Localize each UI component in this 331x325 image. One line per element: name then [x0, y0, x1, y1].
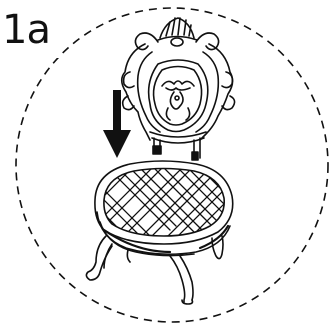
chair-seat-icon [70, 136, 270, 304]
chair-backrest-icon [122, 18, 235, 160]
arrow-down-icon [103, 90, 131, 158]
step-label: 1a [2, 8, 50, 52]
dashed-circle-icon [16, 8, 328, 322]
